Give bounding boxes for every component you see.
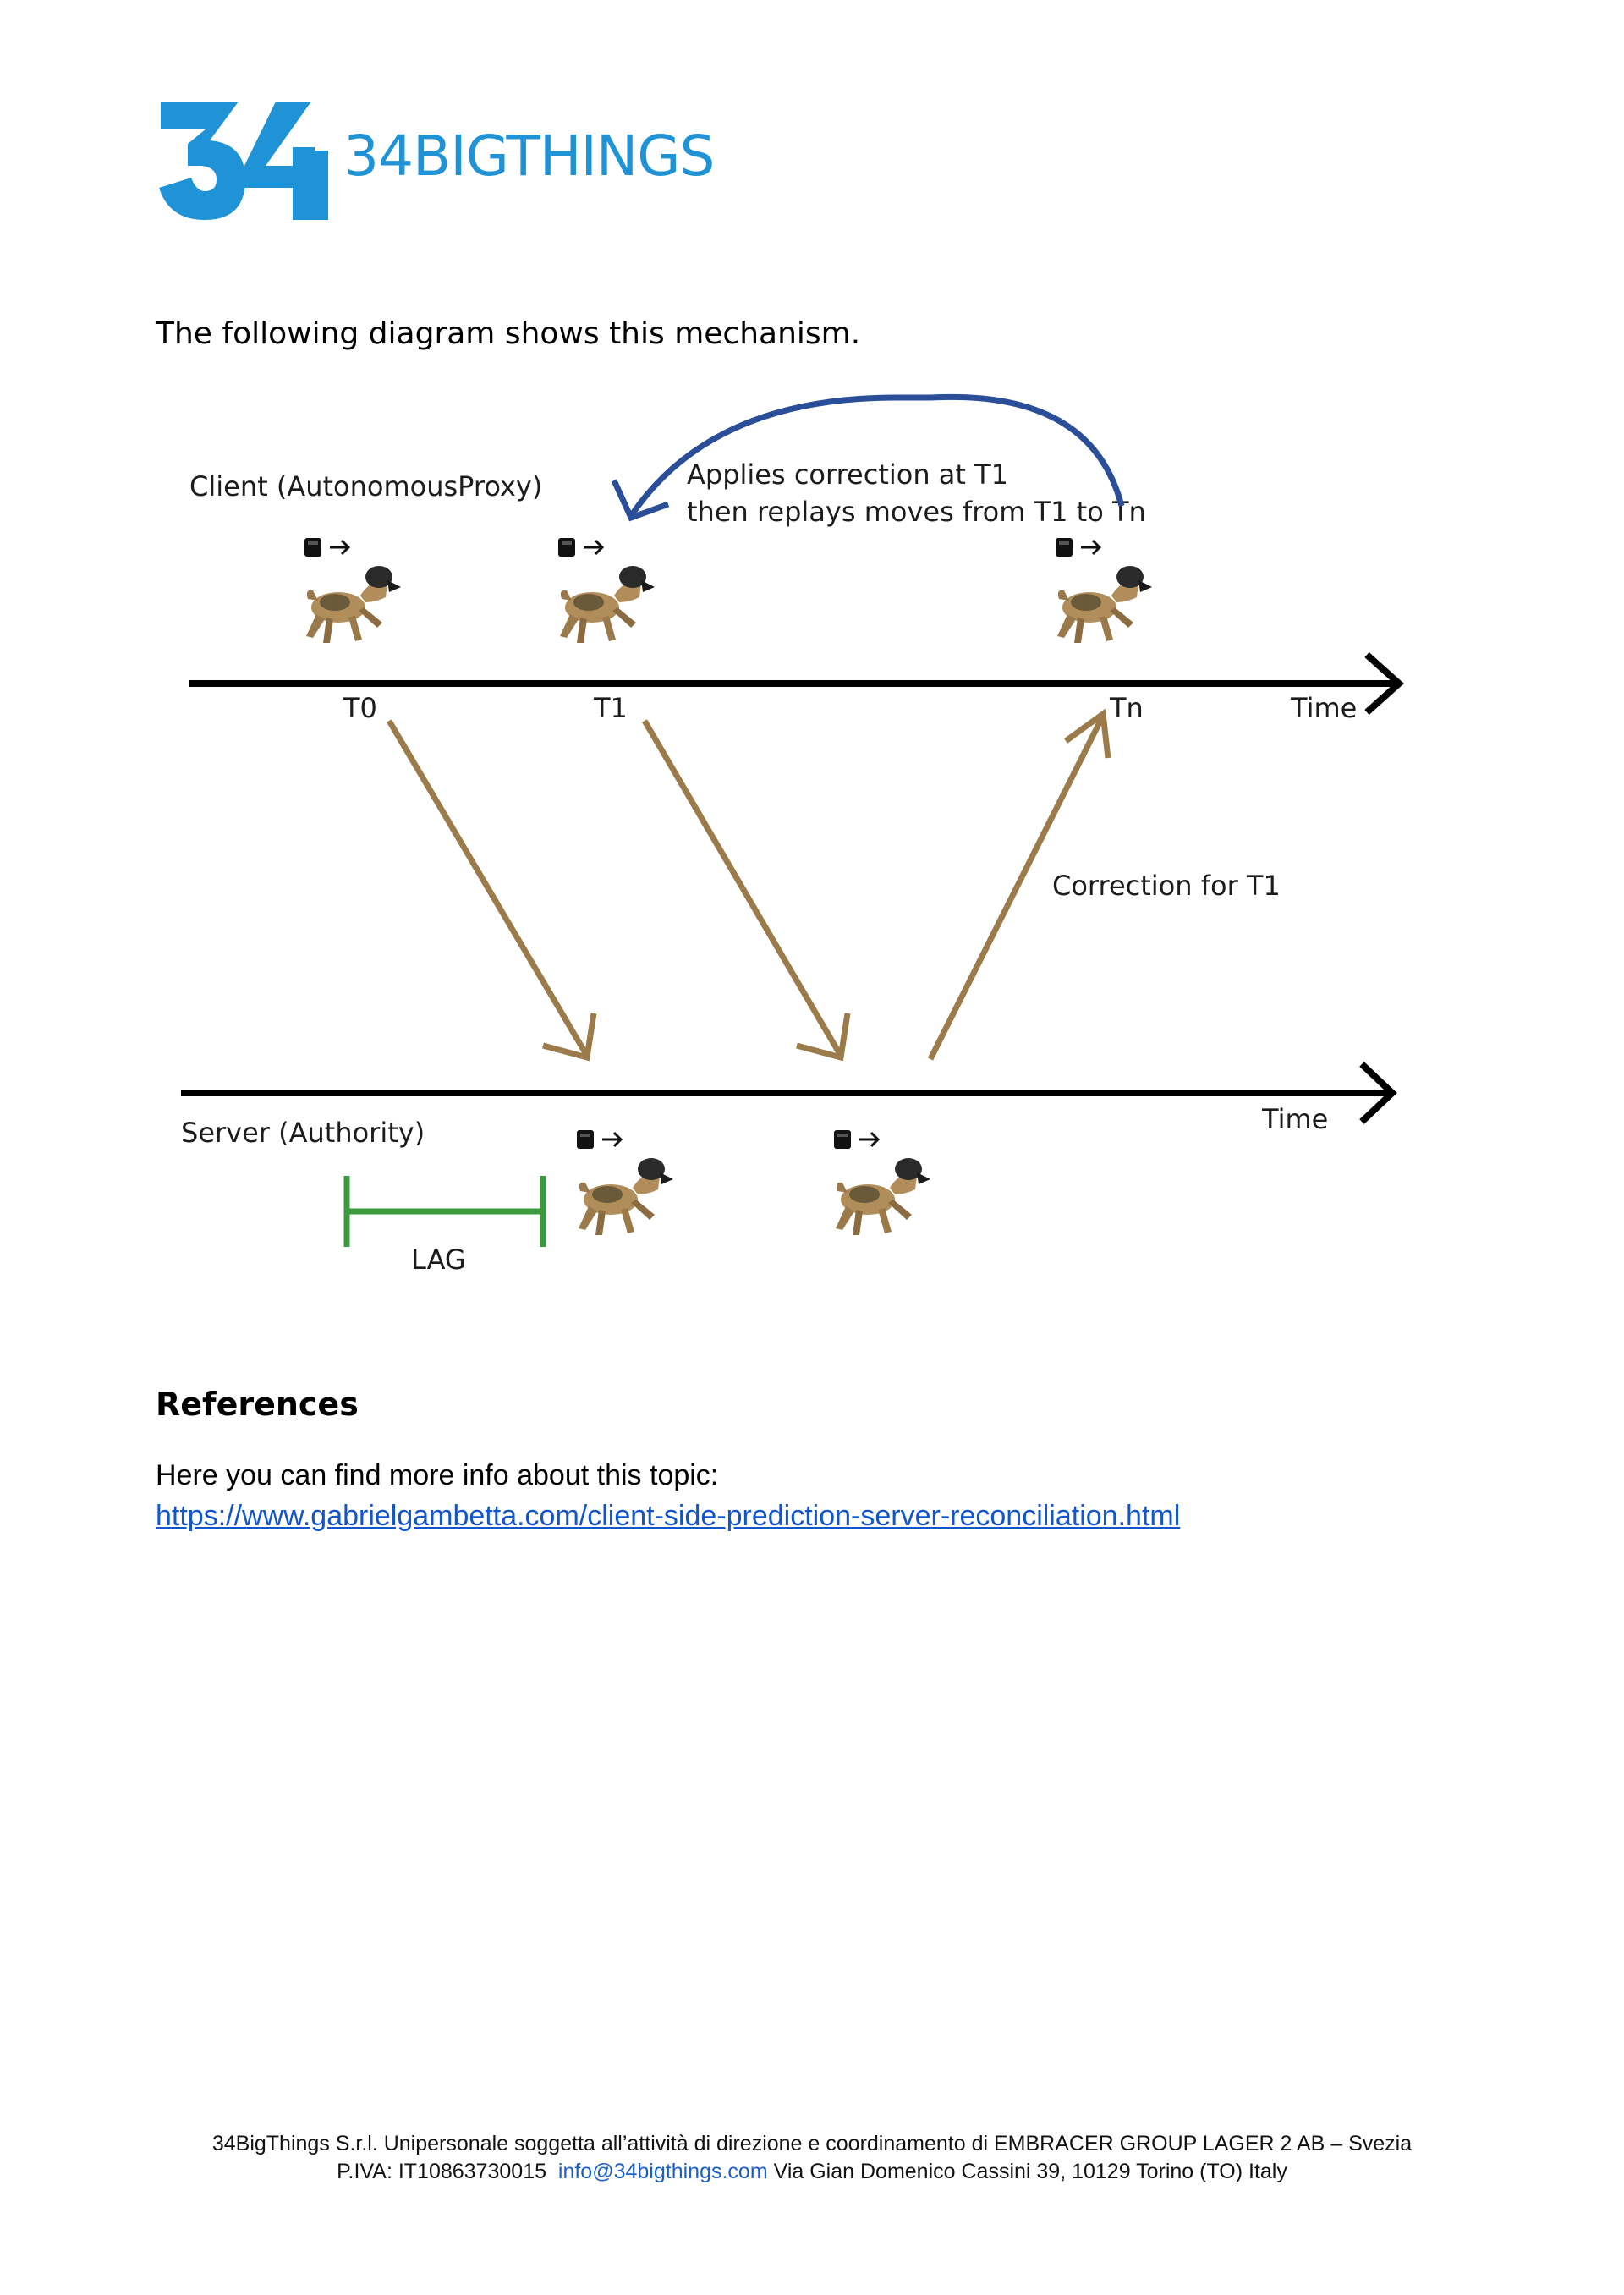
footer-line1: 34BigThings S.r.l. Unipersonale soggetta… <box>211 2132 1413 2155</box>
replay-curve-arrow <box>628 393 1125 518</box>
server-label: Server (Authority) <box>181 1117 425 1149</box>
correction-note-line2: then replays moves from T1 to Tn <box>687 496 1146 528</box>
t0-arrowhead-icon <box>542 1013 597 1062</box>
company-logo: 34BIGTHINGS <box>157 100 775 222</box>
references-link[interactable]: https://www.gabrielgambetta.com/client-s… <box>156 1500 1181 1532</box>
lag-label: LAG <box>411 1244 466 1276</box>
logo-mark-icon <box>159 102 333 220</box>
server-sprite-2 <box>832 1128 930 1235</box>
t1-to-server-arrow <box>641 719 844 1057</box>
footer-address: Via Gian Domenico Cassini 39, 10129 Tori… <box>773 2160 1287 2183</box>
footer-vat: P.IVA: IT10863730015 <box>337 2160 546 2183</box>
t1-arrowhead-icon <box>796 1013 851 1062</box>
references-body: Here you can find more info about this t… <box>156 1455 1180 1536</box>
t0-to-server-arrow <box>386 719 590 1057</box>
footer-line2: P.IVA: IT10863730015 info@34bigthings.co… <box>0 2158 1624 2186</box>
correction-arrow <box>927 714 1106 1061</box>
correction-arrowhead-icon <box>1063 708 1111 759</box>
logo-text: 34BIGTHINGS <box>343 124 715 189</box>
footer: 34BigThings S.r.l. Unipersonale soggetta… <box>0 2130 1624 2186</box>
references-heading: References <box>156 1386 359 1423</box>
correction-note-line1: Applies correction at T1 <box>687 458 1008 491</box>
correction-label: Correction for T1 <box>1052 870 1281 902</box>
time-label-bottom: Time <box>1261 1103 1328 1135</box>
client-sprite-t1 <box>557 536 655 643</box>
server-sprite-1 <box>575 1128 673 1235</box>
lag-bracket <box>343 1176 546 1247</box>
client-sprite-tn <box>1054 536 1152 643</box>
reconciliation-diagram: Client (AutonomousProxy) Applies correct… <box>181 393 1404 1276</box>
references-text: Here you can find more info about this t… <box>156 1459 719 1491</box>
server-timeline-arrowhead-icon <box>1359 1062 1397 1124</box>
tick-tn: Tn <box>1109 692 1144 724</box>
client-sprite-t0 <box>303 536 401 643</box>
tick-t0: T0 <box>343 692 377 724</box>
intro-paragraph: The following diagram shows this mechani… <box>156 316 861 351</box>
client-timeline-arrowhead-icon <box>1364 652 1404 715</box>
footer-email-link[interactable]: info@34bigthings.com <box>557 2160 768 2183</box>
tick-t1: T1 <box>593 692 628 724</box>
client-label: Client (AutonomousProxy) <box>189 470 542 502</box>
time-label-top: Time <box>1290 692 1357 724</box>
replay-arrowhead-icon <box>611 479 670 522</box>
